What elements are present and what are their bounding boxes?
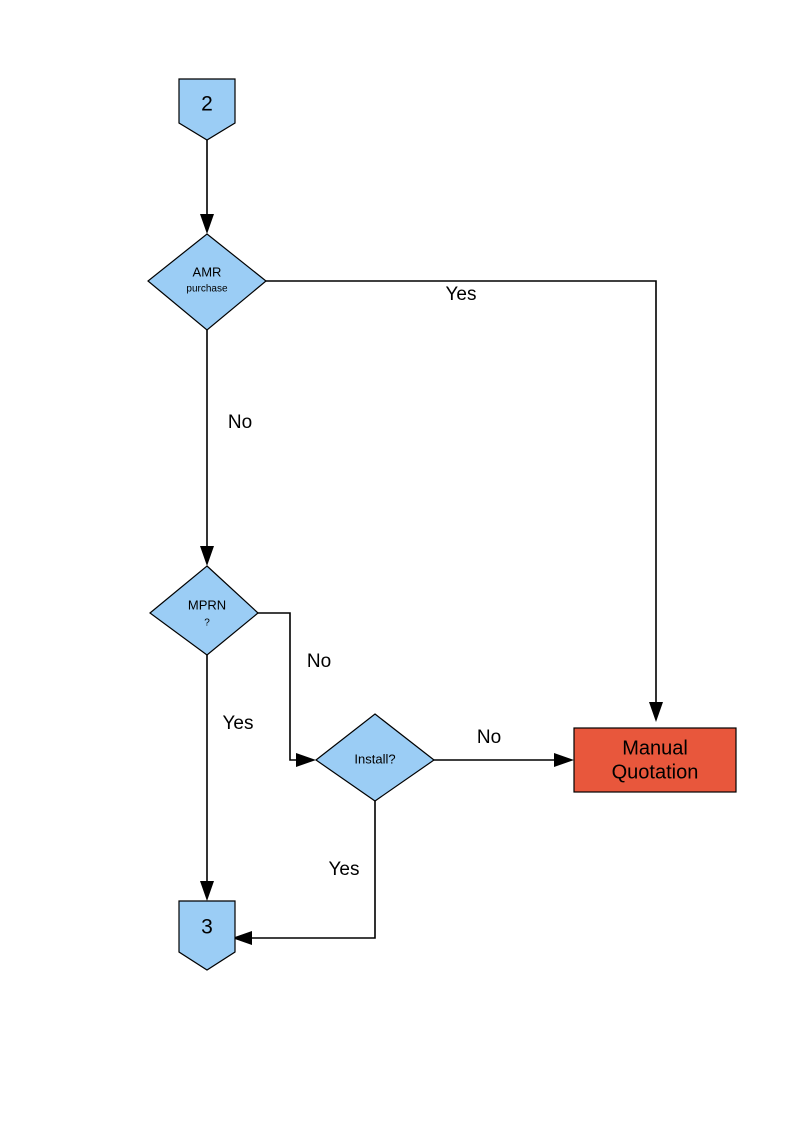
arrow-head — [200, 546, 214, 566]
edge-label-mprn-yes: Yes — [223, 713, 254, 734]
connector-in-label: 2 — [201, 93, 213, 116]
edge-mprn-yes-to-connector3 — [200, 655, 214, 901]
arrow-head — [649, 702, 663, 722]
edge-label-install-no: No — [477, 727, 501, 748]
edge-label-amr-no: No — [228, 412, 252, 433]
manual-quotation-shape[interactable] — [573, 727, 737, 793]
decision-install-shape[interactable] — [314, 713, 436, 802]
edge-install-no-to-manual-quotation — [434, 753, 574, 767]
arrow-head — [296, 753, 316, 767]
node-decision-amr[interactable]: AMR purchase — [147, 233, 267, 331]
arrow-head — [232, 931, 252, 945]
edge-install-yes-to-connector3 — [232, 801, 376, 945]
edge-line — [245, 801, 376, 939]
edge-amr-no-to-mprn — [200, 330, 214, 566]
edge-line — [266, 280, 657, 708]
arrow-head — [554, 753, 574, 767]
edge-label-amr-yes: Yes — [446, 284, 477, 305]
node-connector-out[interactable]: 3 — [178, 900, 236, 971]
edge-mprn-no-to-install — [258, 612, 316, 767]
decision-amr-label-line2: purchase — [186, 284, 228, 295]
edge-amr-yes-to-manual-quotation — [266, 280, 663, 722]
node-connector-in[interactable]: 2 — [178, 78, 236, 141]
manual-quotation-label-line2: Quotation — [612, 761, 699, 783]
node-manual-quotation[interactable]: Manual Quotation — [573, 727, 737, 793]
connector-out-shape[interactable] — [178, 900, 236, 971]
node-decision-mprn[interactable]: MPRN ? — [149, 565, 259, 656]
node-decision-install[interactable]: Install? — [314, 713, 436, 802]
decision-mprn-shape[interactable] — [149, 565, 259, 656]
manual-quotation-label-line1: Manual — [622, 737, 688, 759]
connector-out-label: 3 — [201, 916, 213, 939]
edge-line — [258, 612, 303, 761]
decision-amr-label-line1: AMR — [193, 264, 222, 279]
arrow-head — [200, 881, 214, 901]
decision-mprn-label-line1: MPRN — [188, 597, 226, 612]
decision-install-label: Install? — [354, 751, 395, 766]
connector-in-shape[interactable] — [178, 78, 236, 141]
decision-mprn-label-line2: ? — [204, 618, 210, 629]
edge-connector2-to-amr — [200, 140, 214, 234]
decision-amr-shape[interactable] — [147, 233, 267, 331]
arrow-head — [200, 214, 214, 234]
edge-label-mprn-no: No — [307, 651, 331, 672]
edge-label-install-yes: Yes — [329, 859, 360, 880]
